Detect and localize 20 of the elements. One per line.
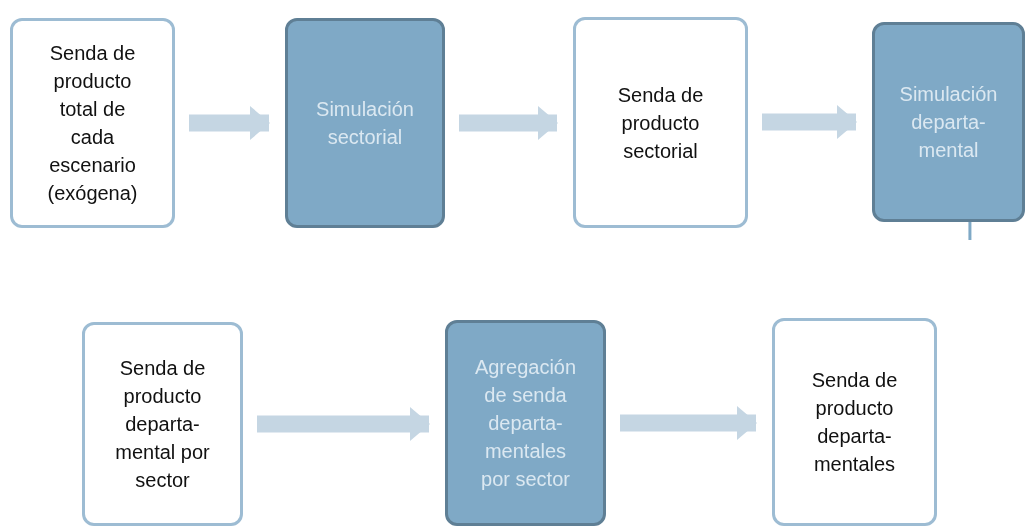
process-box	[285, 18, 445, 228]
box-text: Senda de producto sectorial	[616, 82, 705, 164]
process-box	[82, 322, 243, 526]
process-box	[573, 17, 748, 228]
block-arrow	[620, 406, 757, 440]
box-text: Senda de producto total de cada escenario (exógena)	[46, 41, 139, 206]
box-text: Agregación de senda departa- mentales por sector	[473, 355, 578, 492]
process-box	[10, 18, 175, 228]
box-text: Senda de producto departa- mental por sector	[114, 356, 211, 493]
process-box	[872, 22, 1025, 222]
box-text: Simulación sectorial	[315, 97, 415, 150]
connector-line	[968, 222, 972, 240]
block-arrow	[762, 105, 857, 139]
box-text: Simulación departa- mental	[898, 82, 999, 163]
process-box	[445, 320, 606, 526]
block-arrow	[189, 106, 270, 140]
block-arrow	[257, 407, 430, 441]
block-arrow	[459, 106, 558, 140]
process-box	[772, 318, 937, 526]
box-text: Senda de producto departa- mentales	[810, 368, 899, 477]
